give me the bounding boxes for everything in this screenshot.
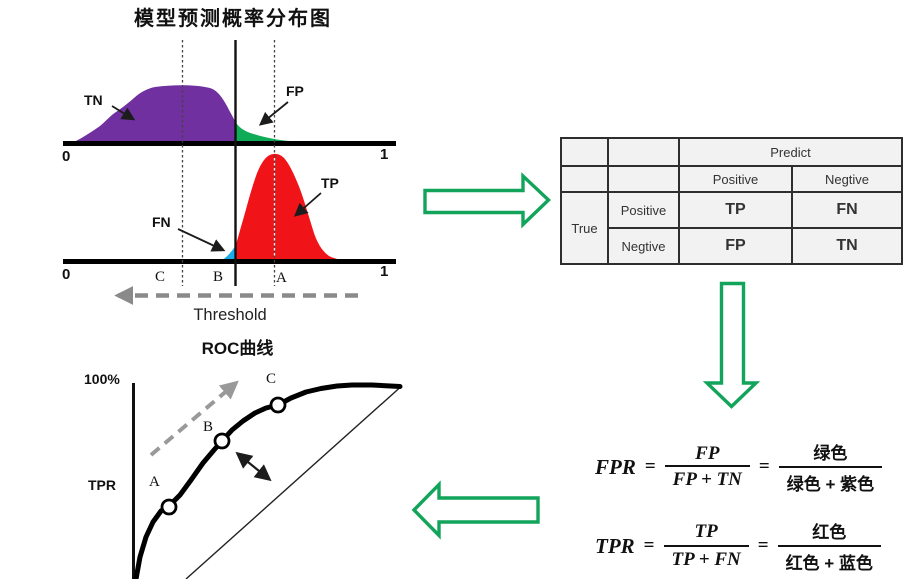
flow-arrow-right-icon (423, 172, 551, 229)
tn-distribution-area (75, 85, 236, 142)
tp-label: TP (321, 175, 339, 191)
tpr-lhs: TPR (595, 533, 635, 558)
axis2-one-label: 1 (380, 263, 389, 280)
equals-sign: = (757, 535, 769, 556)
threshold-axis-label: Threshold (193, 306, 267, 324)
equals-sign: = (758, 456, 770, 477)
tn-annotation-arrow (111, 105, 136, 121)
cm-corner-cell (560, 137, 609, 167)
cm-cell-tn: TN (791, 227, 903, 265)
fpr-color-numerator: 绿色 (813, 444, 848, 463)
roc-diagonal-line (185, 386, 401, 579)
cm-cell-fn: FN (791, 191, 903, 229)
tpr-numerator: TP (694, 521, 718, 542)
fpr-fraction: FP FP + TN (664, 443, 750, 491)
distribution-chart-title: 模型预测概率分布图 (134, 8, 332, 30)
fpr-numerator: FP (695, 443, 720, 464)
fpr-color-fraction: 绿色 绿色 + 紫色 (778, 439, 883, 495)
cm-cell-tp: TP (678, 191, 793, 229)
equals-sign: = (644, 456, 656, 477)
roc-y-max-label: 100% (84, 371, 120, 387)
roc-point-a (160, 498, 178, 516)
roc-curve-plot (132, 380, 403, 579)
roc-distance-double-arrow (235, 451, 272, 482)
flow-arrow-left-icon (411, 480, 540, 540)
threshold-tick-b: B (213, 269, 224, 285)
cm-cell-fp: FP (678, 227, 793, 265)
tpr-color-numerator: 红色 (812, 523, 847, 542)
roc-point-a-label: A (149, 474, 160, 490)
tp-annotation-arrow (293, 192, 322, 217)
fp-region-area (235, 122, 306, 142)
roc-y-axis-label: TPR (88, 477, 116, 493)
cm-corner-cell (607, 137, 680, 167)
fpr-formula: FPR = FP FP + TN = 绿色 绿色 + 紫色 (595, 436, 883, 498)
roc-point-c (269, 396, 287, 414)
roc-curve (133, 382, 403, 579)
roc-point-c-label: C (266, 371, 277, 387)
flow-arrows (411, 172, 761, 540)
fpr-lhs: FPR (595, 454, 636, 479)
threshold-tick-a: A (276, 270, 287, 286)
axis2-zero-label: 0 (62, 266, 71, 283)
fpr-color-denominator: 绿色 + 紫色 (778, 466, 883, 495)
fp-label: FP (286, 83, 304, 99)
threshold-tick-c: C (155, 269, 166, 285)
tpr-denominator: TP + FN (663, 545, 749, 571)
roc-point-b-label: B (203, 419, 214, 435)
tp-distribution-area (235, 153, 352, 261)
fn-region-area (221, 246, 235, 261)
cm-predict-negative-header: Negtive (791, 165, 903, 193)
rate-formulas: FPR = FP FP + TN = 绿色 绿色 + 紫色 TPR = TP T… (595, 436, 883, 577)
cm-true-negative-header: Negtive (607, 227, 680, 265)
fn-label: FN (152, 214, 171, 230)
tn-label: TN (84, 92, 103, 108)
roc-threshold-direction-arrow (149, 380, 239, 457)
cm-true-header: True (560, 191, 609, 265)
tpr-color-denominator: 红色 + 蓝色 (777, 545, 881, 574)
cm-predict-header: Predict (678, 137, 903, 167)
fn-annotation-arrow (177, 228, 226, 252)
equals-sign: = (643, 535, 655, 556)
cm-corner-cell (560, 165, 609, 193)
fpr-denominator: FP + TN (664, 465, 750, 491)
roc-chart-title: ROC曲线 (201, 339, 274, 358)
fp-annotation-arrow (258, 101, 289, 126)
confusion-matrix-table: Predict Positive Negtive True Positive T… (560, 137, 903, 265)
tpr-formula: TPR = TP TP + FN = 红色 红色 + 蓝色 (595, 515, 882, 577)
roc-point-b (213, 432, 231, 450)
cm-predict-positive-header: Positive (678, 165, 793, 193)
axis1-one-label: 1 (380, 146, 389, 163)
probability-distribution-plot (63, 40, 396, 305)
tpr-fraction: TP TP + FN (663, 521, 749, 571)
axis1-zero-label: 0 (62, 148, 71, 165)
cm-true-positive-header: Positive (607, 191, 680, 229)
cm-corner-cell (607, 165, 680, 193)
flow-arrow-down-icon (702, 281, 761, 409)
tpr-color-fraction: 红色 红色 + 蓝色 (777, 518, 881, 574)
